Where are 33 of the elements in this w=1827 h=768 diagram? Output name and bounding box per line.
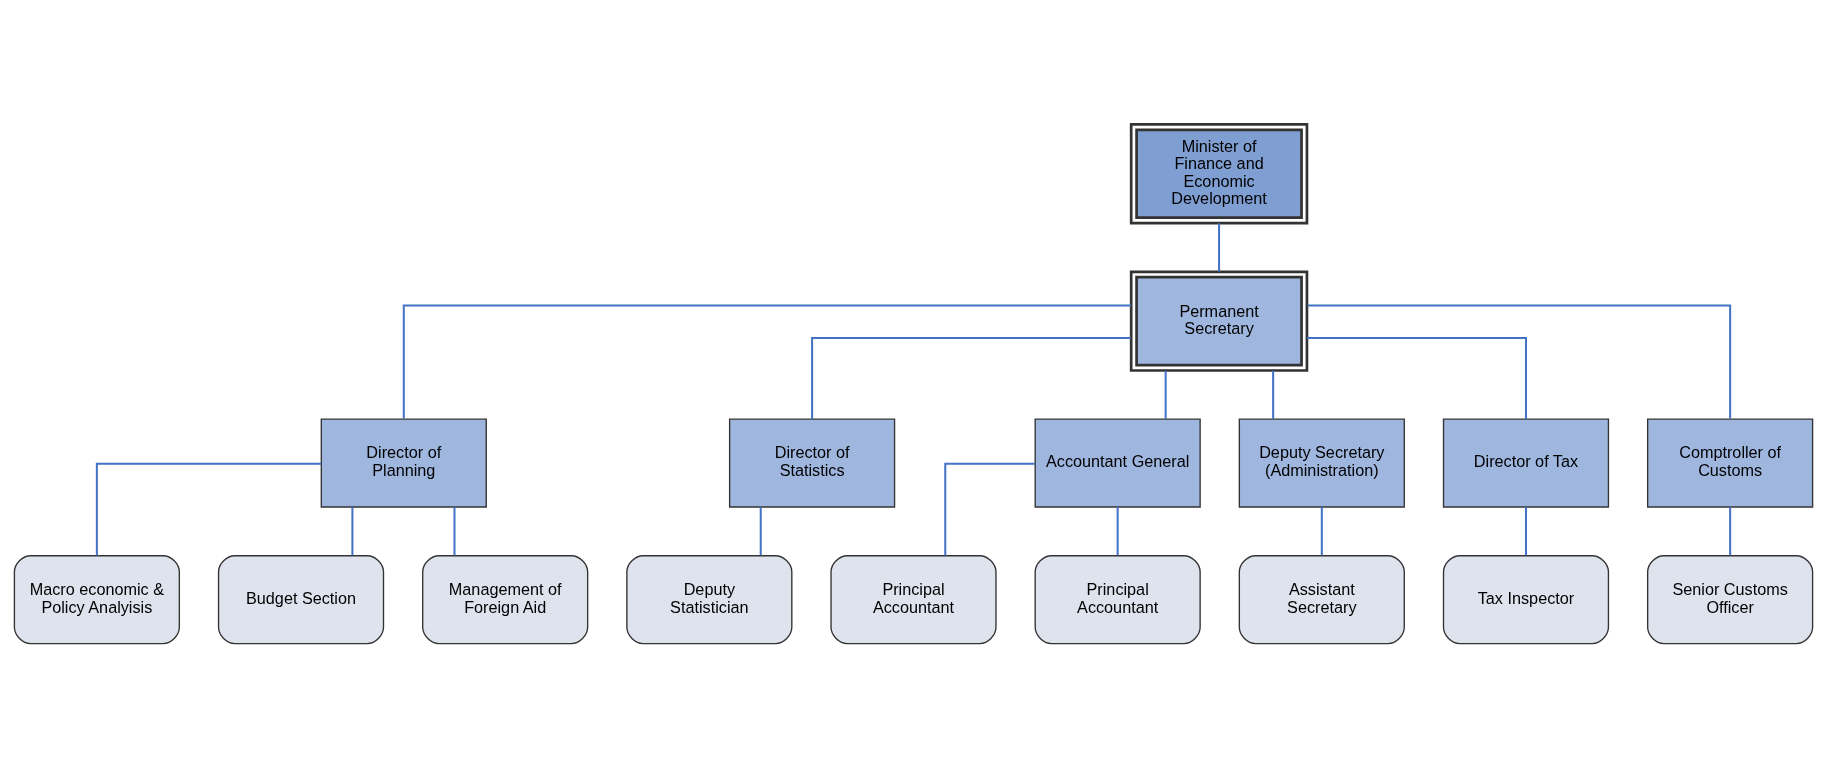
connector	[1218, 223, 1221, 272]
node-box: Tax Inspector	[1442, 555, 1610, 645]
node-box: Senior Customs Officer	[1647, 555, 1814, 645]
node-box: Director of Statistics	[728, 418, 896, 508]
connector	[944, 462, 1035, 556]
connector	[1307, 337, 1527, 419]
node-box: Principal Accountant	[1034, 555, 1201, 645]
connector	[1164, 370, 1167, 419]
node-box: Management of Foreign Aid	[422, 555, 589, 645]
node-box: Budget Section	[217, 555, 385, 645]
node-box: Assistant Secretary	[1238, 555, 1405, 645]
connector	[402, 304, 1132, 419]
node-box: Comptroller of Customs	[1647, 418, 1814, 508]
connector	[1729, 507, 1732, 556]
node-box: Permanent Secretary	[1129, 270, 1309, 372]
node-box: Macro economic & Policy Analyisis	[13, 555, 180, 645]
connector	[1320, 507, 1323, 556]
connector	[811, 337, 1131, 419]
connector	[1116, 507, 1119, 556]
node-box: Director of Tax	[1442, 418, 1610, 508]
connector	[351, 507, 354, 556]
connector	[1524, 507, 1527, 556]
node-box: Director of Planning	[320, 418, 487, 508]
connector	[1272, 370, 1275, 419]
node-box: Principal Accountant	[830, 555, 997, 645]
connector	[1307, 304, 1732, 419]
node-box: Accountant General	[1034, 418, 1201, 508]
connector	[759, 507, 762, 556]
node-box: Minister of Finance and Economic Development	[1129, 123, 1309, 225]
node-box: Deputy Secretary (Administration)	[1238, 418, 1405, 508]
connector	[95, 462, 322, 556]
node-box: Deputy Statistician	[626, 555, 793, 645]
connector	[453, 507, 456, 556]
